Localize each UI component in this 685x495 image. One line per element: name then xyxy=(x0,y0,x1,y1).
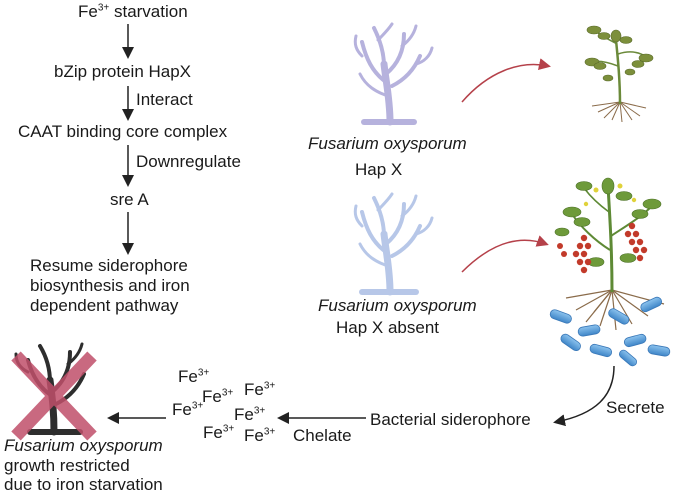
fungus-top-name: Fusarium oxysporum xyxy=(308,134,467,153)
fe-ion-base: Fe xyxy=(244,380,264,399)
fe-ion: Fe3+ xyxy=(244,426,275,446)
curved-arrow-top xyxy=(461,58,551,103)
secrete-arrow xyxy=(553,365,615,427)
pathway-link-interact: Interact xyxy=(136,90,193,109)
fe-ion-sup: 3+ xyxy=(191,400,204,412)
fungus-bottom-name: Fusarium oxysporum xyxy=(318,296,477,315)
pathway-step-hapx: bZip protein HapX xyxy=(54,62,192,81)
fe-ion: Fe3+ xyxy=(244,380,275,400)
fe-base: Fe xyxy=(78,2,98,21)
fe-ion-base: Fe xyxy=(244,426,264,445)
fe-ion: Fe3+ xyxy=(172,400,203,420)
pathway-link-downregulate: Downregulate xyxy=(136,152,241,171)
small-plant-icon xyxy=(584,25,654,123)
fe-ion-base: Fe xyxy=(202,387,222,406)
restricted-line-1: growth restricted xyxy=(4,456,130,475)
fe-ion-sup: 3+ xyxy=(221,387,234,399)
cross-icon xyxy=(11,351,97,441)
fe-ion-base: Fe xyxy=(178,367,198,386)
fe-sup: 3+ xyxy=(97,2,110,14)
restricted-fungus-name: Fusarium oxysporum xyxy=(4,436,163,455)
pathway-step-fe-starvation: Fe3+ starvation xyxy=(78,2,188,22)
fe-rest: starvation xyxy=(109,2,188,21)
pathway-step-resume-2: biosynthesis and iron xyxy=(30,276,190,295)
bacteria-icon xyxy=(549,296,671,367)
fungus-bottom-label: Hap X absent xyxy=(336,318,440,337)
pathway-step-resume-1: Resume siderophore xyxy=(30,256,188,275)
secrete-label: Secrete xyxy=(606,398,665,417)
fe-ion-sup: 3+ xyxy=(253,405,266,417)
fe-ion: Fe3+ xyxy=(178,367,209,387)
fungus-hapx-absent-icon xyxy=(353,192,434,296)
fe-ion-base: Fe xyxy=(234,405,254,424)
pathway-step-srea: sre A xyxy=(110,190,149,209)
fe-ion-base: Fe xyxy=(172,400,192,419)
tomato-plant-icon xyxy=(554,177,665,331)
fe-ion-sup: 3+ xyxy=(222,423,235,435)
fe-ion-base: Fe xyxy=(203,423,223,442)
fe-ion: Fe3+ xyxy=(203,423,234,443)
chelate-label: Chelate xyxy=(293,426,352,445)
fe-ion-sup: 3+ xyxy=(263,380,276,392)
restricted-line-2: due to iron starvation xyxy=(4,475,163,494)
curved-arrow-bottom xyxy=(461,235,549,273)
fungus-top-label: Hap X xyxy=(355,160,403,179)
bacterial-siderophore-label: Bacterial siderophore xyxy=(370,410,531,429)
fe-ion: Fe3+ xyxy=(202,387,233,407)
fe-ion-sup: 3+ xyxy=(197,367,210,379)
fe-ion-sup: 3+ xyxy=(263,426,276,438)
fe-ion: Fe3+ xyxy=(234,405,265,425)
pathway-step-caat: CAAT binding core complex xyxy=(18,122,228,141)
pathway-step-resume-3: dependent pathway xyxy=(30,296,179,315)
fungus-hapx-icon xyxy=(353,22,434,126)
